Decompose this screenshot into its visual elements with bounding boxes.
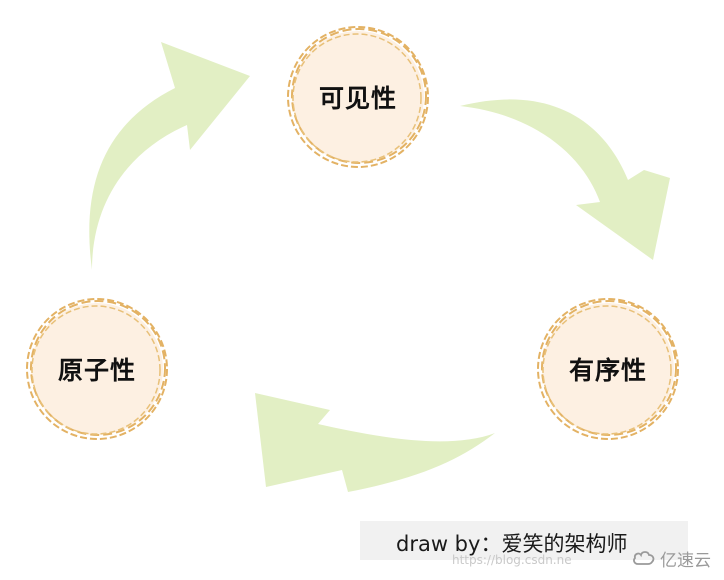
watermark-logo-text: 亿速云 (660, 550, 711, 571)
node-visibility: 可见性 (283, 22, 433, 172)
watermark-url: https://blog.csdn.ne (452, 553, 572, 567)
credit-text: draw by：爱笑的架构师 (396, 532, 628, 556)
watermark-logo: 亿速云 (632, 544, 711, 572)
arrow-atomicity-to-visibility (89, 42, 250, 270)
cloud-logo-icon (633, 551, 655, 565)
node-atomicity: 原子性 (22, 294, 172, 444)
circle-icon (287, 26, 429, 168)
credit-box: draw by：爱笑的架构师 (360, 521, 688, 560)
node-label-ordering: 有序性 (568, 356, 647, 385)
node-ordering: 有序性 (533, 294, 683, 444)
arrow-ordering-to-atomicity (255, 393, 495, 492)
circle-icon (537, 298, 679, 440)
circle-icon (26, 298, 168, 440)
node-label-atomicity: 原子性 (57, 356, 136, 385)
node-label-visibility: 可见性 (318, 84, 397, 113)
arrow-visibility-to-ordering (460, 99, 670, 260)
